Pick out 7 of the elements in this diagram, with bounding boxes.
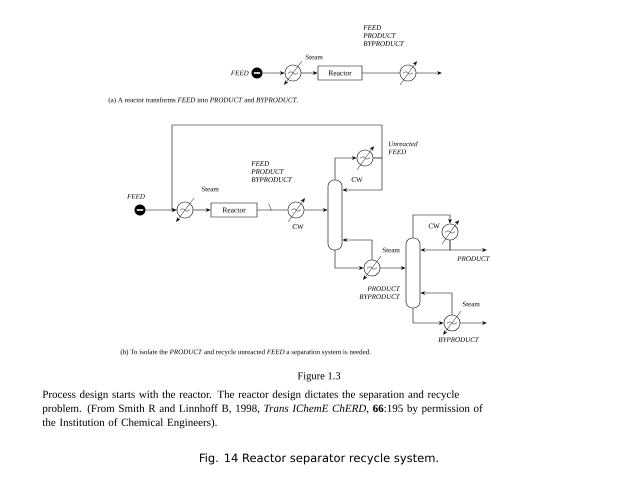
caption-text: Process design starts with the reactor. The reactor design dictates the separation and recycle problem. (From Smith R and Linnhoff B, 1998, Trans IChemE ChERD, 66:195 by permission of the Institution of Chemical Engineers).: [42, 390, 483, 428]
distillation-column: [406, 238, 420, 308]
figure-number: Figure 1.3: [298, 372, 340, 382]
distillation-column: [328, 180, 342, 250]
slide-caption: Fig. 14 Reactor separator recycle system.: [200, 453, 438, 464]
heat-exchanger: [400, 61, 417, 86]
flow-arrow: [412, 214, 452, 238]
